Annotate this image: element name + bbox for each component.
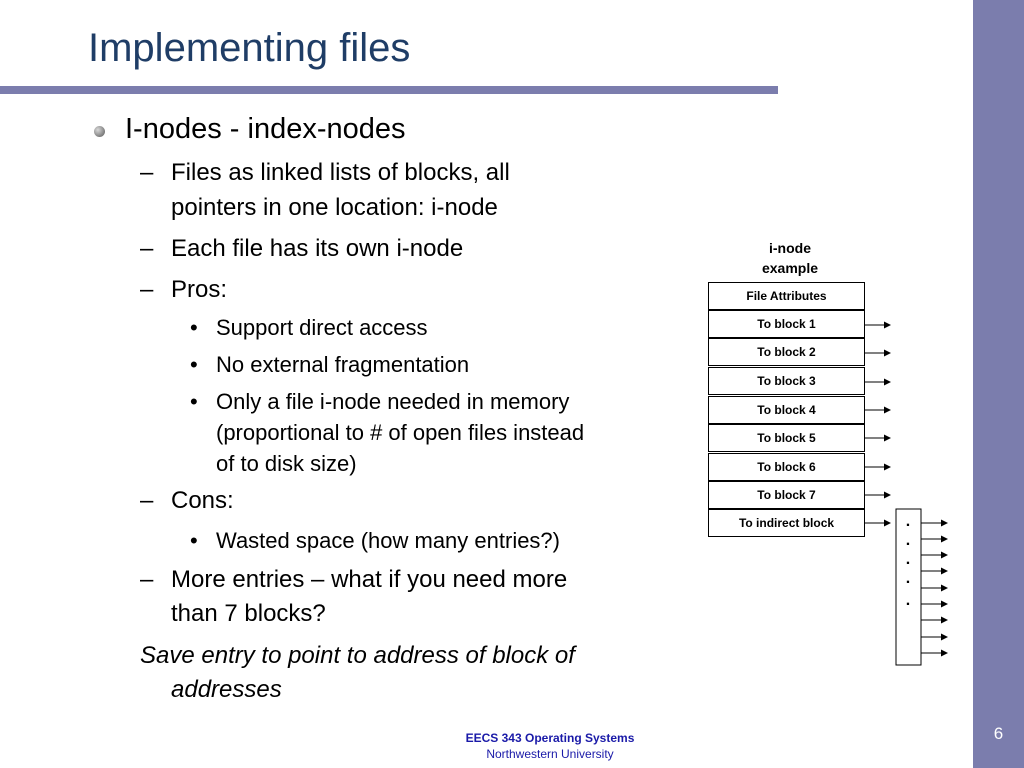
inode-row-block-1: To block 1 — [708, 310, 865, 338]
pro-item-3-line-1: Only a file i-node needed in memory — [216, 389, 570, 414]
inode-diagram-label: i-node example — [740, 238, 840, 278]
ellipsis-dot: . — [906, 513, 910, 530]
note-line-2: addresses — [171, 676, 282, 703]
bullet-dot-icon — [94, 126, 105, 137]
bullet-list: I-nodes - index-nodes – Files as linked … — [94, 113, 585, 703]
bullet-item-1-line-2: pointers in one location: i-node — [171, 194, 498, 221]
pro-item-2: No external fragmentation — [216, 352, 470, 377]
footer-course: EECS 343 Operating Systems — [465, 731, 635, 745]
inode-row-block-4: To block 4 — [708, 396, 865, 424]
indirect-block-arrows — [921, 519, 948, 657]
inode-row-block-6: To block 6 — [708, 453, 865, 481]
dash-marker: – — [140, 487, 154, 514]
bullet-item-5-line-2: than 7 blocks? — [171, 600, 326, 627]
inode-row-block-2: To block 2 — [708, 338, 865, 366]
dash-marker: – — [140, 566, 154, 593]
inode-row-block-3: To block 3 — [708, 367, 865, 395]
ellipsis-dot: . — [906, 570, 910, 587]
pro-item-3-line-3: of to disk size) — [216, 451, 357, 476]
ellipsis-dot: . — [906, 551, 910, 568]
inode-label-line-2: example — [761, 260, 819, 276]
inode-row-block-7: To block 7 — [708, 481, 865, 509]
dot-marker: • — [190, 528, 198, 553]
bullet-item-3: Pros: — [171, 276, 228, 303]
bullet-item-1-line-1: Files as linked lists of blocks, all — [171, 159, 510, 186]
ellipsis-dot: . — [906, 592, 910, 609]
bullet-item-4: Cons: — [171, 487, 234, 514]
dot-marker: • — [190, 389, 198, 414]
slide-title: Implementing files — [88, 26, 411, 70]
pro-item-3-line-2: (proportional to # of open files instead — [216, 420, 585, 445]
page-number: 6 — [993, 724, 1004, 743]
side-bar — [973, 0, 1024, 768]
bullet-item-2: Each file has its own i-node — [171, 235, 464, 262]
direct-block-arrows — [865, 321, 891, 527]
pro-item-1: Support direct access — [216, 315, 428, 340]
dash-marker: – — [140, 235, 154, 262]
inode-row-attributes: File Attributes — [708, 282, 865, 310]
inode-row-block-5: To block 5 — [708, 424, 865, 452]
dot-marker: • — [190, 352, 198, 377]
ellipsis-dot: . — [906, 532, 910, 549]
indirect-block-box — [895, 508, 922, 666]
title-underline — [0, 86, 778, 94]
bullet-item-5-line-1: More entries – what if you need more — [171, 566, 568, 593]
con-item-1: Wasted space (how many entries?) — [216, 528, 560, 553]
note-line-1: Save entry to point to address of block … — [140, 642, 575, 669]
dash-marker: – — [140, 276, 154, 303]
bullet-l1: I-nodes - index-nodes — [125, 113, 406, 145]
footer-university: Northwestern University — [486, 747, 614, 761]
dash-marker: – — [140, 159, 154, 186]
inode-row-indirect: To indirect block — [708, 509, 865, 537]
footer: EECS 343 Operating Systems Northwestern … — [440, 731, 660, 761]
indirect-dots: . . . . . — [906, 513, 910, 609]
dot-marker: • — [190, 315, 198, 340]
inode-label-line-1: i-node — [769, 240, 811, 256]
